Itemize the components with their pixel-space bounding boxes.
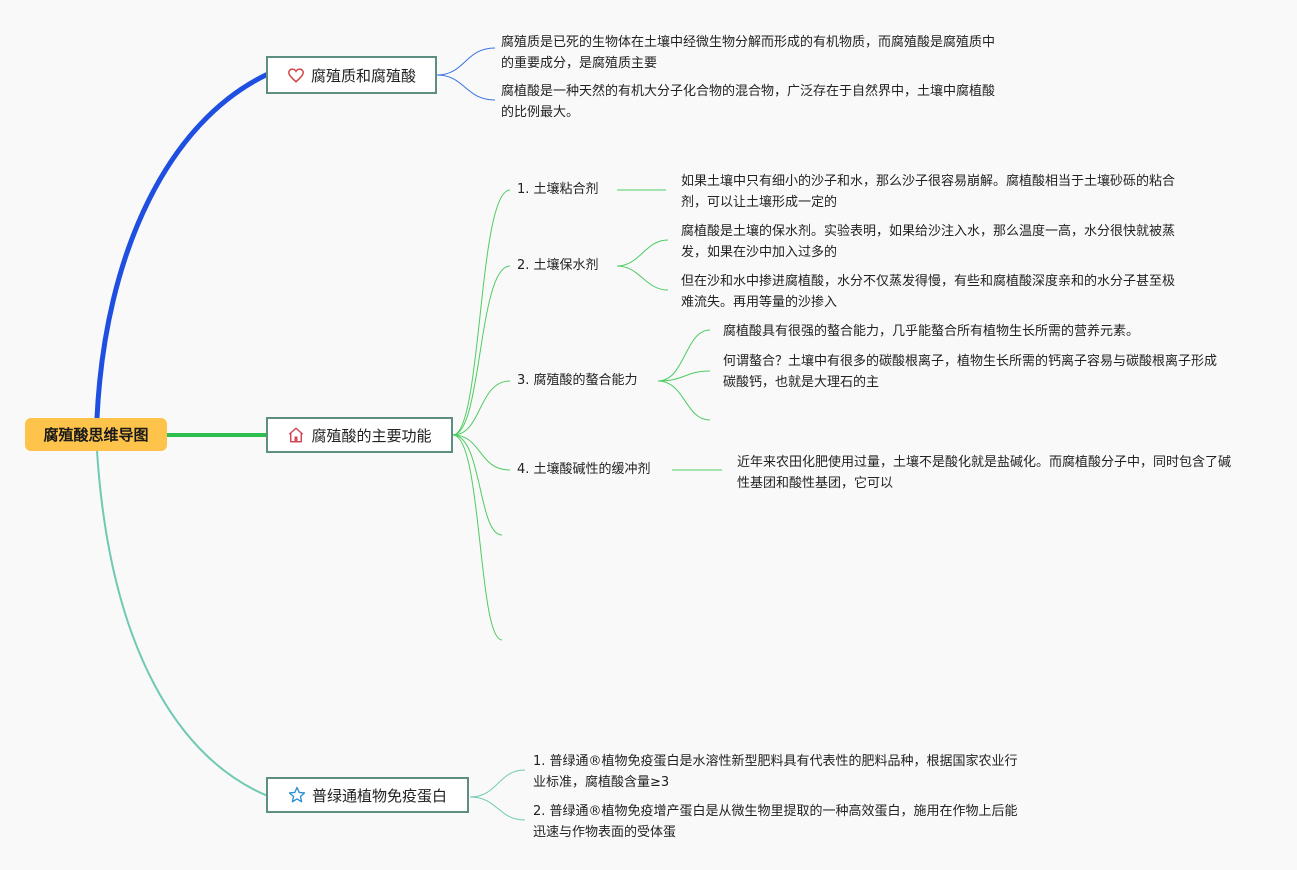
subtopic-water-retention[interactable]: 2. 土壤保水剂 xyxy=(517,258,599,273)
link-b2-sub3 xyxy=(452,380,511,436)
star-icon xyxy=(288,786,306,804)
branch-label: 腐殖酸的主要功能 xyxy=(311,426,432,445)
branch-plant-immune-protein[interactable]: 普绿通植物免疫蛋白 xyxy=(266,777,469,813)
link-b2-sub2 xyxy=(452,265,511,436)
sub2-detail-1: 腐植酸是土壤的保水剂。实验表明，如果给沙注入水，那么温度一高，水分很快就被蒸发，… xyxy=(681,224,1176,260)
link-sub3-detail1 xyxy=(657,329,711,382)
b1-detail-2: 腐植酸是一种天然的有机大分子化合物的混合物，广泛存在于自然界中，土壤中腐植酸的比… xyxy=(501,84,996,120)
sub3-detail-1: 腐植酸具有很强的螯合能力，几乎能螯合所有植物生长所需的营养元素。 xyxy=(723,324,1140,339)
subtopic-chelation[interactable]: 3. 腐殖酸的螯合能力 xyxy=(517,373,638,388)
root-topic[interactable]: 腐殖酸思维导图 xyxy=(25,418,167,451)
sub4-detail-1: 近年来农田化肥使用过量，土壤不是酸化就是盐碱化。而腐植酸分子中，同时包含了碱性基… xyxy=(737,455,1232,491)
link-b3-item2 xyxy=(469,796,526,821)
link-b3-item1 xyxy=(469,769,526,798)
branch-label: 腐殖质和腐殖酸 xyxy=(310,66,416,85)
link-b2-sub1 xyxy=(452,189,511,436)
home-icon xyxy=(287,426,305,444)
sub3-detail-2: 何谓螯合？土壤中有很多的碳酸根离子，植物生长所需的钙离子容易与碳酸根离子形成碳酸… xyxy=(723,354,1218,390)
branch-main-functions[interactable]: 腐殖酸的主要功能 xyxy=(266,417,453,453)
link-sub3-detail2 xyxy=(657,370,711,382)
b3-detail-2: 2. 普绿通®植物免疫增产蛋白是从微生物里提取的一种高效蛋白，施用在作物上后能迅… xyxy=(533,804,1018,840)
sub1-detail-1: 如果土壤中只有细小的沙子和水，那么沙子很容易崩解。腐植酸相当于土壤砂砾的粘合剂，… xyxy=(681,174,1176,210)
branch-humus-and-humic-acid[interactable]: 腐殖质和腐殖酸 xyxy=(266,56,437,94)
link-b2-sub4 xyxy=(452,434,511,471)
link-sub2-detail2 xyxy=(616,265,669,291)
link-root-branch3 xyxy=(96,450,269,797)
subtopic-ph-buffer[interactable]: 4. 土壤酸碱性的缓冲剂 xyxy=(517,462,651,477)
b3-detail-1: 1. 普绿通®植物免疫蛋白是水溶性新型肥料具有代表性的肥料品种，根据国家农业行业… xyxy=(533,754,1018,790)
heart-icon xyxy=(287,66,305,84)
link-root-branch1 xyxy=(94,71,271,421)
link-b2-empty2 xyxy=(452,434,503,641)
b1-detail-1: 腐殖质是已死的生物体在土壤中经微生物分解而形成的有机物质，而腐殖酸是腐殖质中的重… xyxy=(501,35,996,71)
subtopic-soil-binder[interactable]: 1. 土壤粘合剂 xyxy=(517,182,599,197)
link-b1-item2 xyxy=(436,74,496,101)
link-sub2-detail1 xyxy=(616,239,669,267)
link-b2-empty1 xyxy=(452,434,503,536)
branch-label: 普绿通植物免疫蛋白 xyxy=(311,786,447,805)
sub2-detail-2: 但在沙和水中掺进腐植酸，水分不仅蒸发得慢，有些和腐植酸深度亲和的水分子甚至极难流… xyxy=(681,274,1176,310)
link-sub3-detail3 xyxy=(657,380,711,421)
link-b1-item1 xyxy=(436,47,496,76)
